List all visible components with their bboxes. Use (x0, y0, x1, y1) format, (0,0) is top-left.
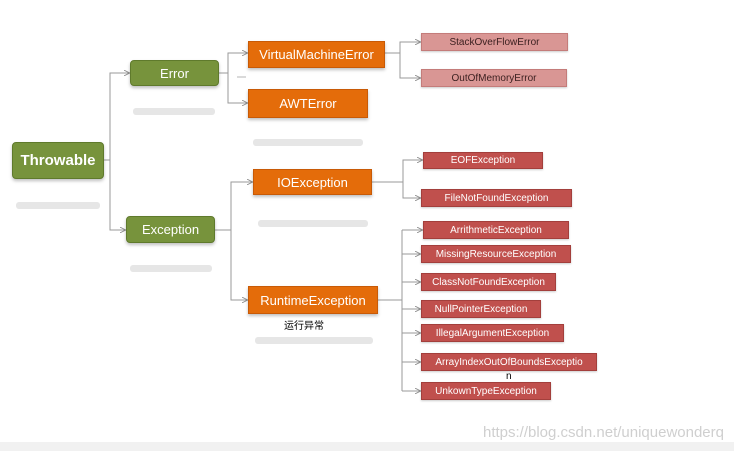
node-file-not-found-exception-label: FileNotFoundException (444, 192, 549, 204)
array-index-overflow-text: n (506, 371, 512, 382)
node-null-pointer-exception-label: NullPointerException (434, 303, 528, 315)
node-virtual-machine-error: VirtualMachineError (248, 41, 385, 68)
node-eof-exception-label: EOFException (450, 155, 516, 166)
node-stack-overflow-error: StackOverFlowError (421, 33, 568, 51)
node-stack-overflow-error-label: StackOverFlowError (449, 36, 540, 48)
node-eof-exception: EOFException (423, 152, 543, 169)
node-runtime-exception-label: RuntimeException (260, 292, 366, 308)
connector-io-filenotfound (402, 182, 420, 198)
node-error: Error (130, 60, 219, 86)
node-class-not-found-exception-label: ClassNotFoundException (432, 276, 545, 288)
node-virtual-machine-error-label: VirtualMachineError (259, 47, 374, 62)
reflection-io (258, 220, 368, 227)
node-awt-error: AWTError (248, 89, 368, 118)
node-exception-label: Exception (141, 222, 200, 237)
node-arithmetic-exception-label: ArrithmeticException (450, 224, 542, 236)
node-throwable-label: Throwable (20, 152, 96, 169)
node-illegal-argument-exception-label: IllegalArgumentException (435, 327, 550, 339)
runtime-annotation: 运行异常 (284, 321, 324, 332)
node-array-index-exception: ArrayIndexOutOfBoundsExceptio (421, 353, 597, 371)
connector-exception-runtime (230, 230, 247, 300)
node-io-exception: IOException (253, 169, 372, 195)
reflection-error (133, 108, 215, 115)
connector-error-vme (219, 53, 247, 74)
node-file-not-found-exception: FileNotFoundException (421, 189, 572, 207)
node-unknown-type-exception-label: UnkownTypeException (435, 385, 537, 397)
node-out-of-memory-error: OutOfMemoryError (421, 69, 567, 87)
watermark-text: https://blog.csdn.net/uniquewonderq (482, 424, 724, 441)
node-illegal-argument-exception: IllegalArgumentException (421, 324, 564, 342)
connector-vme-outofmemory (399, 53, 420, 78)
reflection-exception (130, 265, 212, 272)
reflection-throwable (16, 202, 100, 209)
node-out-of-memory-error-label: OutOfMemoryError (451, 72, 537, 84)
footer-band (0, 442, 734, 451)
node-class-not-found-exception: ClassNotFoundException (421, 273, 556, 291)
connector-exception-io (215, 182, 252, 231)
node-error-label: Error (160, 65, 189, 81)
connector-io-eof (372, 160, 422, 183)
connector-vme-stackoverflow (385, 42, 420, 54)
node-missing-resource-exception-label: MissingResourceException (435, 248, 557, 260)
node-arithmetic-exception: ArrithmeticException (423, 221, 569, 239)
reflection-awt (253, 139, 363, 146)
node-io-exception-label: IOException (277, 174, 348, 190)
node-awt-error-label: AWTError (279, 96, 337, 111)
connector-error-awt (227, 73, 247, 103)
node-missing-resource-exception: MissingResourceException (421, 245, 571, 263)
node-throwable: Throwable (12, 142, 104, 179)
node-runtime-exception: RuntimeException (248, 286, 378, 314)
connector-throwable-exception (109, 160, 125, 230)
node-unknown-type-exception: UnkownTypeException (421, 382, 551, 400)
node-null-pointer-exception: NullPointerException (421, 300, 541, 318)
node-array-index-exception-label: ArrayIndexOutOfBoundsExceptio (435, 356, 583, 368)
connector-throwable-error (104, 73, 129, 161)
node-exception: Exception (126, 216, 215, 243)
reflection-runtime (255, 337, 373, 344)
